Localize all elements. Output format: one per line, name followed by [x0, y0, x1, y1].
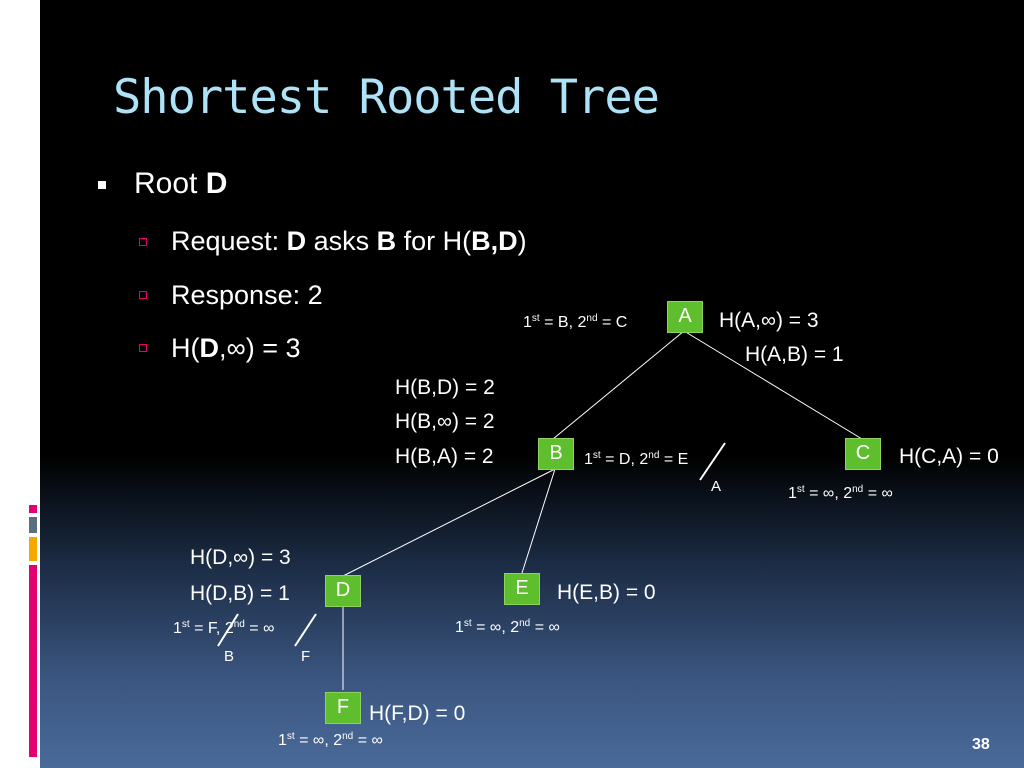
pref-text: = ∞, 2 — [804, 485, 853, 502]
pref-text: 1 — [173, 620, 182, 637]
pref-sup: nd — [586, 313, 598, 324]
pref-sup: nd — [648, 450, 660, 461]
bullet-square-icon — [98, 181, 106, 189]
accent-bar-gray — [29, 517, 37, 533]
hd-bold: D — [199, 333, 220, 363]
strike-mark-d2 — [294, 613, 317, 647]
label-h-b-inf: H(B,∞) = 2 — [395, 410, 495, 433]
bullet-request: Request: D asks B for H(B,D) — [171, 226, 527, 257]
label-h-a-inf: H(A,∞) = 3 — [719, 309, 819, 332]
pref-text: = B, 2 — [539, 314, 587, 331]
pref-sup: st — [463, 618, 472, 629]
pref-text: = D, 2 — [600, 451, 649, 468]
pref-text: 1 — [523, 314, 532, 331]
node-d: D — [325, 575, 361, 607]
pref-text: = ∞, 2 — [471, 619, 520, 636]
request-arg1: B — [471, 226, 491, 256]
pref-sup: nd — [852, 484, 864, 495]
label-c-preference: 1st = ∞, 2nd = ∞ — [788, 484, 893, 502]
pref-sup: st — [181, 619, 190, 630]
label-h-d-b: H(D,B) = 1 — [190, 582, 290, 605]
request-arg2: D — [498, 226, 518, 256]
request-who: D — [286, 226, 307, 256]
sub-bullet-icon — [139, 238, 147, 246]
pref-text: = ∞ — [353, 732, 383, 749]
hd-prefix: H( — [171, 333, 200, 363]
accent-bar-pink-long — [29, 565, 37, 757]
pref-text: 1 — [278, 732, 287, 749]
request-for: for H( — [396, 226, 472, 256]
pref-text: = C — [597, 314, 628, 331]
page-number: 38 — [972, 736, 990, 753]
sub-bullet-icon — [139, 344, 147, 352]
label-f-preference: 1st = ∞, 2nd = ∞ — [278, 731, 383, 749]
label-b-preference: 1st = D, 2nd = E — [584, 450, 689, 468]
bullet-response: Response: 2 — [171, 280, 323, 310]
pref-sup: st — [531, 313, 540, 324]
pref-text: = E — [659, 451, 689, 468]
pref-text: = ∞, 2 — [294, 732, 343, 749]
strike-mark-d1 — [217, 613, 239, 647]
pref-sup: st — [796, 484, 805, 495]
pref-sup: nd — [342, 731, 354, 742]
correction-b-a: A — [711, 478, 722, 495]
node-f: F — [325, 692, 361, 724]
label-h-f-d: H(F,D) = 0 — [369, 702, 466, 725]
accent-bar-pink-top — [29, 505, 37, 513]
hd-rest: ,∞) = 3 — [219, 333, 301, 363]
pref-sup: st — [286, 731, 295, 742]
label-d-preference: 1st = F, 2nd = ∞ — [173, 619, 275, 637]
node-b: B — [538, 438, 574, 470]
request-prefix: Request: — [171, 226, 287, 256]
node-a: A — [667, 301, 703, 333]
request-comma: , — [490, 226, 499, 256]
label-h-b-a: H(B,A) = 2 — [395, 445, 494, 468]
request-asks: asks — [306, 226, 377, 256]
edge-b-d — [342, 468, 556, 577]
pref-text: = ∞ — [530, 619, 560, 636]
pref-text: = ∞ — [863, 485, 893, 502]
sub-bullet-icon — [139, 291, 147, 299]
edge-a-b — [552, 330, 685, 440]
label-h-c-a: H(C,A) = 0 — [899, 445, 999, 468]
pref-text: 1 — [455, 619, 464, 636]
node-e: E — [504, 573, 540, 605]
pref-text: 1 — [584, 451, 593, 468]
pref-text: = ∞ — [244, 620, 275, 637]
node-c: C — [845, 438, 881, 470]
label-h-d-inf: H(D,∞) = 3 — [190, 546, 291, 569]
correction-d-b: B — [224, 648, 235, 665]
request-whom: B — [376, 226, 397, 256]
bullet-root: Root D — [134, 167, 227, 201]
edge-b-e — [521, 468, 556, 574]
bullet-h-d: H(D,∞) = 3 — [171, 333, 301, 364]
pref-text: 1 — [788, 485, 797, 502]
accent-bar-orange — [29, 537, 37, 561]
edge-a-c — [683, 330, 863, 440]
label-h-a-b: H(A,B) = 1 — [745, 343, 844, 366]
root-prefix: Root — [134, 167, 206, 200]
strike-mark-b — [699, 442, 726, 481]
root-node: D — [205, 167, 228, 200]
slide-title: Shortest Rooted Tree — [113, 70, 660, 125]
correction-d-f: F — [301, 648, 311, 665]
label-h-e-b: H(E,B) = 0 — [557, 581, 656, 604]
label-e-preference: 1st = ∞, 2nd = ∞ — [455, 618, 560, 636]
pref-sup: st — [592, 450, 601, 461]
request-close: ) — [517, 226, 527, 256]
pref-sup: nd — [233, 619, 245, 630]
label-h-b-d: H(B,D) = 2 — [395, 376, 495, 399]
label-a-preference: 1st = B, 2nd = C — [523, 313, 628, 331]
pref-sup: nd — [519, 618, 531, 629]
pref-text: = F, 2 — [189, 620, 234, 637]
